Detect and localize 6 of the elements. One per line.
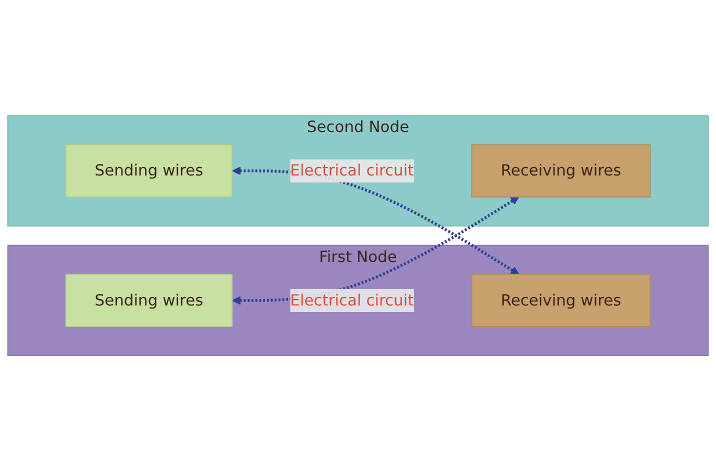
- node-box: Sending wires: [65, 274, 233, 327]
- edge-label: Electrical circuit: [290, 290, 414, 309]
- node-box: Receiving wires: [471, 144, 651, 198]
- node-box: Sending wires: [65, 144, 233, 198]
- edge-label: Electrical circuit: [290, 161, 414, 180]
- node-box: Receiving wires: [471, 274, 651, 327]
